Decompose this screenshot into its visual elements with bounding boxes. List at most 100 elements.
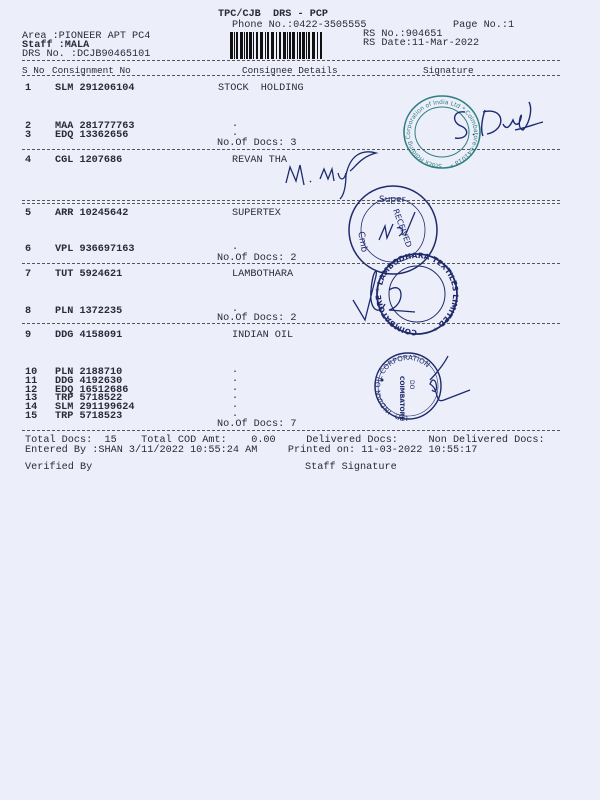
barcode-bar xyxy=(283,32,286,59)
row-consignment-no: PLN 1372235 xyxy=(55,306,123,317)
svg-text:COIMBATORE * LAMBODHARA TEXTIL: COIMBATORE * LAMBODHARA TEXTILES LIMITED… xyxy=(374,251,460,337)
row-consignment-no: MAA 281777763 xyxy=(55,121,135,132)
barcode-bar xyxy=(236,32,238,59)
barcode-bar xyxy=(299,32,301,59)
group-doc-count: No.Of Docs: 2 xyxy=(217,253,297,264)
row-consignee: . xyxy=(232,365,239,376)
row-consignee: . xyxy=(232,304,239,315)
barcode-bar xyxy=(289,32,291,59)
row-sno: 6 xyxy=(25,244,32,255)
row-sno: 5 xyxy=(25,208,32,219)
double-divider xyxy=(22,200,560,204)
page-number: Page No.:1 xyxy=(453,20,515,31)
row-consignment-no: ARR 10245642 xyxy=(55,208,129,219)
col-sno: S No xyxy=(22,65,45,76)
row-sno: 15 xyxy=(25,411,38,422)
doc-title: TPC/CJB DRS - PCP xyxy=(218,9,329,20)
barcode-bar xyxy=(260,32,263,59)
barcode-bar xyxy=(265,32,266,59)
svg-text:COIMBATORE: COIMBATORE xyxy=(398,376,405,420)
row-consignee: STOCK HOLDING xyxy=(218,83,304,94)
divider xyxy=(22,430,560,431)
barcode-bar xyxy=(253,32,254,59)
lambodhara-stamp: COIMBATORE * LAMBODHARA TEXTILES LIMITED… xyxy=(352,251,460,337)
indian-oil-stamp: LTD. INDIAN OIL CORPORATION COIMBATORE D… xyxy=(374,352,471,422)
barcode-bar xyxy=(297,32,298,59)
row-consignee: REVAN THA xyxy=(232,155,288,166)
row-consignment-no: EDQ 16512686 xyxy=(55,385,129,396)
barcode xyxy=(230,32,322,59)
row-consignment-no: CGL 1207686 xyxy=(55,155,123,166)
staff-signature-label: Staff Signature xyxy=(305,462,397,473)
row-consignee: LAMBOTHARA xyxy=(232,269,294,280)
row-sno: 13 xyxy=(25,393,38,404)
divider xyxy=(22,75,560,76)
barcode-bar xyxy=(320,32,322,59)
row-sno: 7 xyxy=(25,269,32,280)
row-consignment-no: DDG 4158091 xyxy=(55,330,123,341)
row-consignment-no: PLN 2188710 xyxy=(55,367,123,378)
staff: Staff :MALA xyxy=(22,40,90,51)
barcode-bar xyxy=(230,32,233,59)
totals-line: Total Docs: 15 Total COD Amt: 0.00 Deliv… xyxy=(25,435,545,446)
row-consignment-no: SLM 291206104 xyxy=(55,83,135,94)
divider xyxy=(22,323,560,324)
row-consignee: . xyxy=(232,119,239,130)
row-consignee: . xyxy=(232,409,239,420)
barcode-bar xyxy=(234,32,235,59)
barcode-bar xyxy=(249,32,252,59)
row-consignee: . xyxy=(232,400,239,411)
col-consignment: Consignment No xyxy=(52,65,131,76)
divider xyxy=(22,263,560,264)
barcode-bar xyxy=(267,32,269,59)
row-sno: 8 xyxy=(25,306,32,317)
barcode-bar xyxy=(292,32,295,59)
row-consignment-no: VPL 936697163 xyxy=(55,244,135,255)
barcode-bar xyxy=(276,32,277,59)
row-consignment-no: EDQ 13362656 xyxy=(55,130,129,141)
group-doc-count: No.Of Docs: 3 xyxy=(217,138,297,149)
signature-revan xyxy=(285,151,379,200)
row-consignee: . xyxy=(232,383,239,394)
verified-by: Verified By xyxy=(25,462,93,473)
row-consignment-no: SLM 291199624 xyxy=(55,402,135,413)
row-sno: 3 xyxy=(25,130,32,141)
svg-text:DO: DO xyxy=(408,380,415,390)
barcode-bar xyxy=(256,32,258,59)
barcode-bar xyxy=(302,32,305,59)
drs-number: DRS No. :DCJB90465101 xyxy=(22,49,151,60)
row-consignment-no: TRP 5718522 xyxy=(55,393,123,404)
row-sno: 11 xyxy=(25,376,38,387)
row-consignee: . xyxy=(232,391,239,402)
supertex-stamp: Super Cmb RECEIVED xyxy=(348,185,438,275)
row-consignee: INDIAN OIL xyxy=(232,330,294,341)
row-consignee: . xyxy=(232,242,239,253)
barcode-bar xyxy=(306,32,307,59)
row-sno: 12 xyxy=(25,385,38,396)
row-consignee: SUPERTEX xyxy=(232,208,281,219)
row-sno: 2 xyxy=(25,121,32,132)
group-doc-count: No.Of Docs: 7 xyxy=(217,419,297,430)
barcode-bar xyxy=(308,32,310,59)
row-sno: 10 xyxy=(25,367,38,378)
barcode-bar xyxy=(244,32,245,59)
barcode-bar xyxy=(279,32,281,59)
col-consignee: Consignee Details xyxy=(242,65,338,76)
row-sno: 1 xyxy=(25,83,32,94)
row-consignment-no: TUT 5924621 xyxy=(55,269,123,280)
group-doc-count: No.Of Docs: 2 xyxy=(217,313,297,324)
rs-date: RS Date:11-Mar-2022 xyxy=(363,38,480,49)
svg-text:Cmb: Cmb xyxy=(355,231,369,253)
svg-text:Super: Super xyxy=(379,195,406,205)
row-sno: 14 xyxy=(25,402,38,413)
row-consignee: . xyxy=(232,374,239,385)
area: Area :PIONEER APT PC4 xyxy=(22,31,151,42)
divider xyxy=(22,60,560,61)
row-consignee: . xyxy=(232,128,239,139)
barcode-bar xyxy=(271,32,274,59)
row-sno: 4 xyxy=(25,155,32,166)
barcode-bar xyxy=(246,32,248,59)
barcode-bar xyxy=(317,32,318,59)
row-sno: 9 xyxy=(25,330,32,341)
barcode-bar xyxy=(240,32,243,59)
